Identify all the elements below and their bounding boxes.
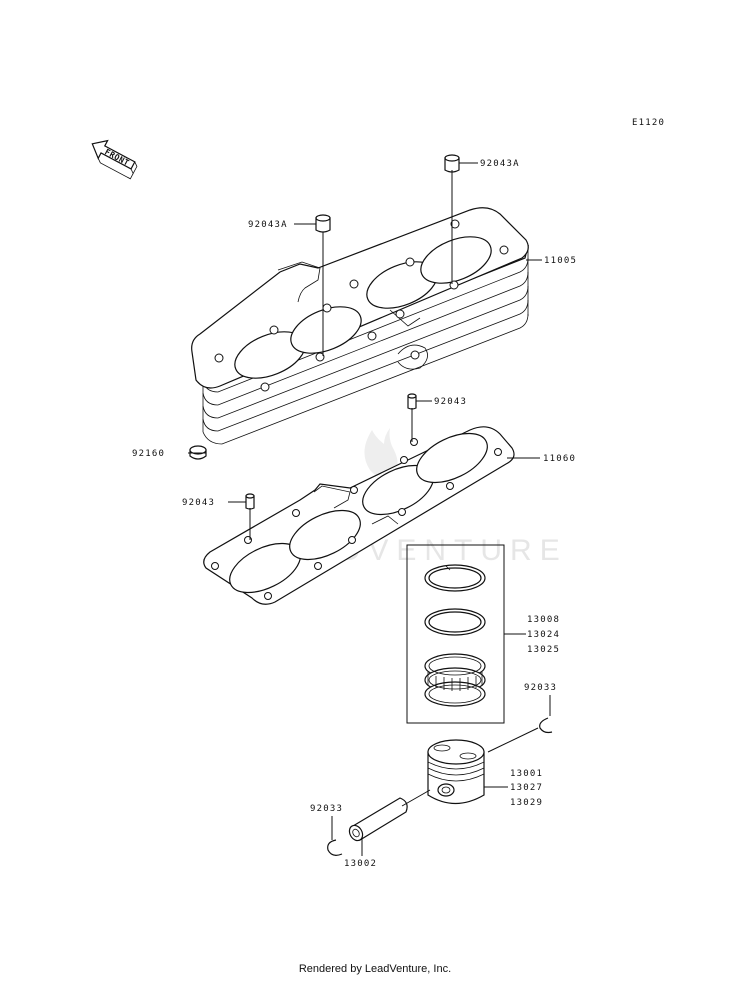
callout-13008: 13008 [527,615,560,625]
piston [427,739,485,805]
callout-92043a-right: 92043A [480,159,520,169]
callout-13024: 13024 [527,630,560,640]
callout-13029: 13029 [510,798,543,808]
piston-pin [348,797,408,842]
front-label: FRONT [103,147,131,167]
dowel-92043a-right [444,154,460,173]
callout-92033-right: 92033 [524,683,557,693]
plug-92160 [189,445,207,460]
cylinder-gasket [203,426,515,605]
piston-ring-set [406,544,505,724]
circlip-right [539,717,553,734]
callout-92160: 92160 [132,449,165,459]
cylinder-block [191,207,529,445]
front-arrow-icon: FRONT [91,139,138,180]
callout-13002: 13002 [344,859,377,869]
callout-92043-left: 92043 [182,498,215,508]
callout-labels: 92043A 92043A 11005 92043 92160 11060 92… [132,159,577,869]
callout-92043-right: 92043 [434,397,467,407]
callout-13027: 13027 [510,783,543,793]
callout-13001: 13001 [510,769,543,779]
dowel-92043-right [407,393,417,410]
callout-13025: 13025 [527,645,560,655]
callout-92043a-left: 92043A [248,220,288,230]
leader-lines [188,162,551,856]
callout-11060: 11060 [543,454,576,464]
diagram-code: E1120 [632,118,665,128]
dowel-92043-left [245,493,255,510]
dowel-92043a-left [315,214,331,233]
footer-credit: Rendered by LeadVenture, Inc. [298,963,452,975]
callout-92033-left: 92033 [310,804,343,814]
callout-11005: 11005 [544,256,577,266]
circlip-left [327,839,343,856]
